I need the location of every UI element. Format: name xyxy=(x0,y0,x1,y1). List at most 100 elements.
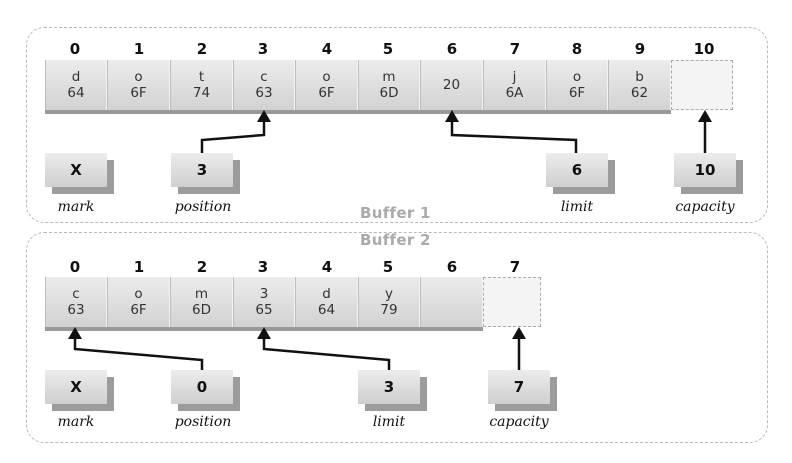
buffer2-limit-label: limit xyxy=(372,414,406,430)
cell-char: o xyxy=(134,69,143,85)
cell-hex: 6A xyxy=(505,85,524,101)
buffer1-index-label: 5 xyxy=(382,40,394,58)
arrowhead xyxy=(445,110,459,122)
buffer1-capacity-label: capacity xyxy=(675,199,735,215)
buffer2-capacity-label: capacity xyxy=(489,414,549,430)
buffer2-index-label: 2 xyxy=(196,258,208,276)
cell-hex: 6D xyxy=(192,302,211,318)
buffer1-index-label: 4 xyxy=(321,40,333,58)
buffer1-index-label: 2 xyxy=(196,40,208,58)
cell-hex: 79 xyxy=(380,302,398,318)
buffer2-limit-arrow xyxy=(262,336,391,370)
cell-char: j xyxy=(512,69,517,85)
buffer2-index-label: 5 xyxy=(382,258,394,276)
buffer1-index-label: 9 xyxy=(634,40,646,58)
buffer2-index-label: 7 xyxy=(509,258,521,276)
cell-char: 3 xyxy=(259,286,269,302)
buffer2-limit-box: 3 xyxy=(358,370,420,404)
cell-char: d xyxy=(71,69,81,85)
buffer2-index-label: 4 xyxy=(321,258,333,276)
cell-hex: 20 xyxy=(442,77,461,93)
buffer1-position-label: position xyxy=(174,199,232,215)
buffer1-position-arrow xyxy=(200,120,266,153)
buffer1-index-label: 0 xyxy=(69,40,81,58)
arrowhead xyxy=(257,110,271,122)
buffer1-mark-box: X xyxy=(45,153,107,187)
buffer2-index-label: 6 xyxy=(446,258,458,276)
cell-hex: 6F xyxy=(568,85,586,101)
cell-hex: 74 xyxy=(192,85,211,101)
buffer1-index-label: 3 xyxy=(257,40,269,58)
buffer1-index-label: 6 xyxy=(446,40,458,58)
buffer2-capacity-slot xyxy=(483,277,541,327)
cell-hex: 64 xyxy=(67,85,85,101)
cell-char: y xyxy=(385,286,393,302)
cell-hex: 6F xyxy=(318,85,335,101)
buffer2-title: Buffer 2 xyxy=(360,231,431,249)
arrowhead xyxy=(257,327,271,339)
cell-hex: 6F xyxy=(130,85,147,101)
cell-char: m xyxy=(194,286,209,302)
arrowhead xyxy=(68,327,82,339)
buffer1-cell: 20 xyxy=(420,60,483,110)
cell-char: m xyxy=(382,69,396,85)
cell-char: o xyxy=(572,69,582,85)
buffer1-capacity-slot xyxy=(671,60,733,110)
cell-char: o xyxy=(322,69,331,85)
buffer2-position-arrow xyxy=(73,336,204,370)
buffer2-mark-label: mark xyxy=(57,414,95,430)
buffer1-index-label: 8 xyxy=(571,40,583,58)
buffer2-position-label: position xyxy=(174,414,232,430)
buffer2-index-label: 1 xyxy=(133,258,145,276)
buffer1-panel xyxy=(26,27,768,223)
cell-char: b xyxy=(635,69,644,85)
cell-hex: 63 xyxy=(67,302,85,318)
buffer2-panel xyxy=(26,232,768,443)
buffer1-limit-arrow xyxy=(450,120,578,153)
buffer1-limit-box: 6 xyxy=(546,153,608,187)
buffer2-mark-box: X xyxy=(45,370,107,404)
arrowhead xyxy=(512,327,526,339)
cell-char: t xyxy=(198,69,205,85)
arrowhead xyxy=(698,110,712,122)
buffer1-limit-label: limit xyxy=(560,199,594,215)
cell-hex: 6F xyxy=(130,302,147,318)
cell-hex: 63 xyxy=(255,85,273,101)
buffer1-mark-label: mark xyxy=(57,199,95,215)
cell-char: c xyxy=(260,69,268,85)
buffer2-index-label: 0 xyxy=(69,258,81,276)
buffer1-capacity-box: 10 xyxy=(674,153,736,187)
buffer1-title: Buffer 1 xyxy=(360,204,431,222)
cell-hex: 64 xyxy=(317,302,336,318)
cell-char: c xyxy=(72,286,80,302)
buffer1-position-box: 3 xyxy=(171,153,233,187)
buffer1-index-label: 7 xyxy=(509,40,521,58)
cell-hex: 6D xyxy=(379,85,399,101)
cell-hex: 65 xyxy=(255,302,273,318)
buffer1-index-label: 1 xyxy=(133,40,145,58)
cell-hex: 62 xyxy=(630,85,649,101)
buffer2-capacity-box: 7 xyxy=(488,370,550,404)
cell-char: d xyxy=(322,286,331,302)
buffer2-cell xyxy=(420,277,483,327)
buffer2-position-box: 0 xyxy=(171,370,233,404)
buffer2-index-label: 3 xyxy=(257,258,269,276)
